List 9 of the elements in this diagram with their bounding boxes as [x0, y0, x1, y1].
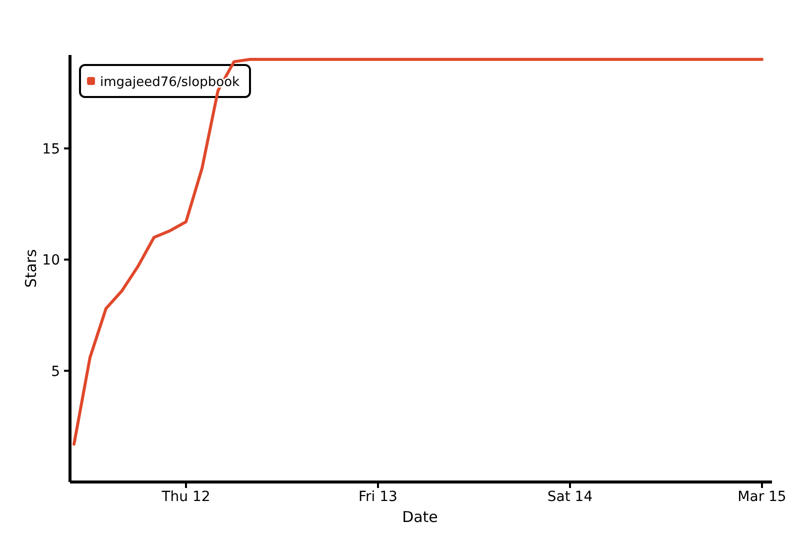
- axis-title: Stars: [22, 249, 40, 288]
- tick-label: Thu 12: [162, 489, 210, 505]
- axis-title: Date: [402, 508, 438, 526]
- tick-label: Fri 13: [358, 489, 398, 505]
- tick-label: 10: [42, 252, 60, 269]
- tick-label: 15: [42, 141, 60, 158]
- tick-label: Mar 15: [738, 489, 786, 505]
- tick-label: 5: [51, 364, 60, 380]
- tick-label: Sat 14: [547, 489, 593, 505]
